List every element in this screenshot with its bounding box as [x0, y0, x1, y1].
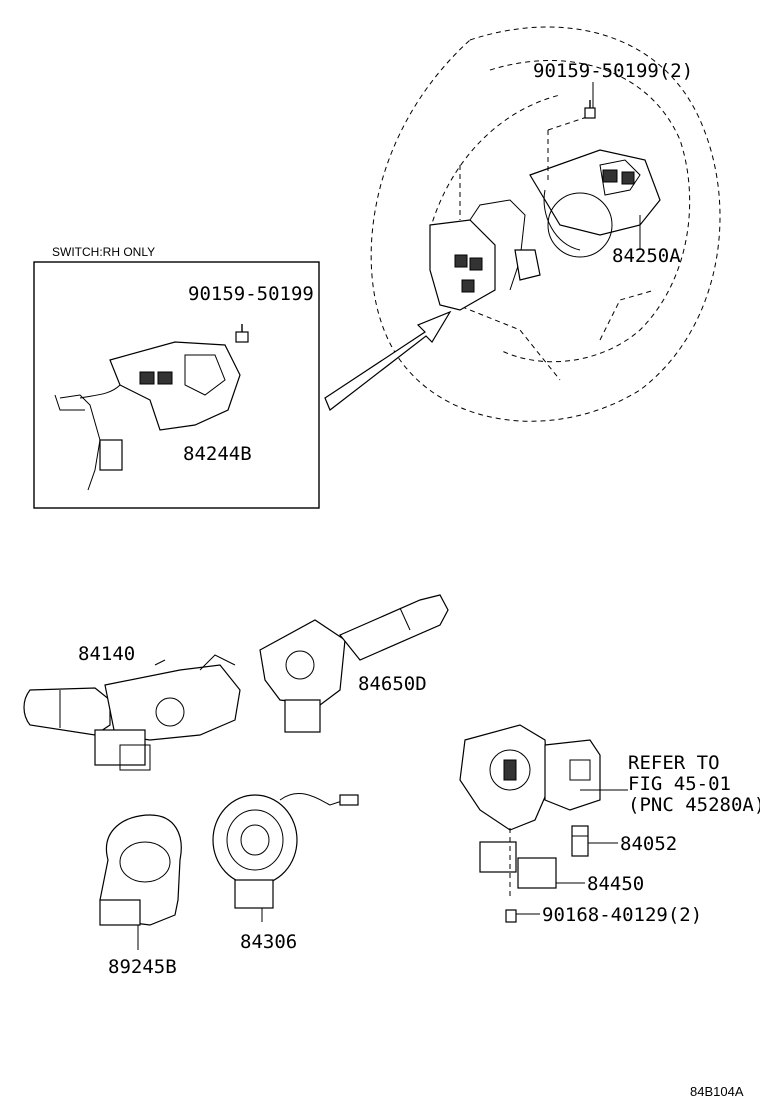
pointer-arrow: [324, 310, 452, 411]
label-steering-switch: 84250A: [612, 245, 681, 267]
spiral-cable: [212, 793, 359, 909]
label-refer-1: REFER TO: [628, 752, 720, 774]
ignition-switch-84450: [479, 828, 557, 900]
label-refer-3: (PNC 45280A): [628, 794, 760, 816]
label-wiper-switch: 84650D: [358, 673, 427, 695]
label-refer-2: FIG 45-01: [628, 773, 731, 795]
inset-frame: [33, 261, 320, 509]
steering-wheel-outline: [370, 26, 721, 422]
label-inset-switch: 84244B: [183, 443, 252, 465]
inset-bolt-icon: [235, 324, 249, 343]
turn-signal-switch: [23, 654, 241, 771]
relay-84052: [571, 825, 589, 857]
label-spiral-cable: 84306: [240, 931, 297, 953]
bolt-90159-icon: [584, 100, 596, 119]
inset-caption: SWITCH:RH ONLY: [52, 245, 155, 259]
screw-90168-icon: [505, 909, 517, 923]
label-ignition: 84450: [587, 873, 644, 895]
inset-switch-assembly: [54, 341, 241, 491]
ignition-housing: [459, 724, 601, 831]
label-inset-bolt: 90159-50199: [188, 283, 314, 305]
label-cover: 89245B: [108, 956, 177, 978]
label-screw: 90168-40129(2): [542, 904, 702, 926]
wiper-switch: [259, 594, 449, 733]
steering-sensor-cover: [99, 814, 182, 926]
label-bolt-top: 90159-50199(2): [533, 60, 693, 82]
figure-code: 84B104A: [690, 1084, 744, 1099]
label-relay: 84052: [620, 833, 677, 855]
label-turn-switch: 84140: [78, 643, 135, 665]
steering-switch-assembly: [429, 115, 661, 311]
